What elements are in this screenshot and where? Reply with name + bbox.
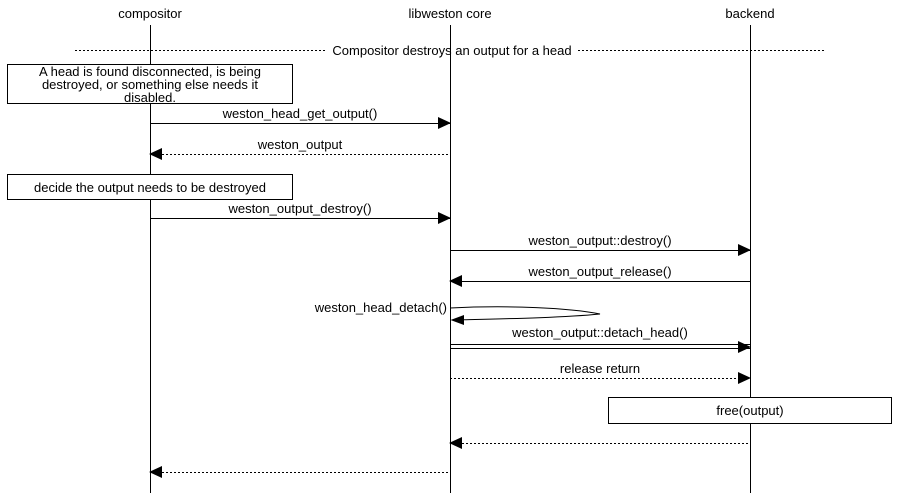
message-line (450, 250, 750, 251)
arrowhead-right-icon (738, 244, 751, 256)
arrowhead-right-icon (438, 117, 451, 129)
self-message-weston-head-detach (449, 302, 602, 328)
arrowhead-left-icon (149, 466, 162, 478)
message-label: weston_output_destroy() (228, 201, 372, 216)
divider-title: Compositor destroys an output for a head (332, 43, 572, 58)
lifeline-backend (750, 25, 751, 493)
message-line (150, 154, 450, 155)
message-label: weston_output::detach_head() (512, 325, 688, 340)
message-label: weston_head_get_output() (222, 106, 378, 121)
arrowhead-right-icon (738, 341, 751, 353)
note-line: decide the output needs to be destroyed (33, 179, 266, 195)
message-line (450, 344, 750, 349)
note-line: destroyed, or something else needs it (41, 76, 259, 92)
message-label: weston_output::destroy() (528, 233, 672, 248)
message-label: release return (559, 361, 641, 376)
message-line (450, 378, 750, 379)
lifeline-libweston-core (450, 25, 451, 493)
actor-label-backend: backend (725, 6, 775, 21)
self-loop-arrow-icon (449, 306, 601, 325)
actor-label-libweston-core: libweston core (408, 6, 492, 21)
self-message-label: weston_head_detach() (314, 300, 447, 315)
message-line (450, 443, 750, 444)
message-line (150, 123, 450, 124)
message-line (450, 281, 750, 282)
arrowhead-left-icon (449, 275, 462, 287)
arrowhead-right-icon (738, 372, 751, 384)
note-decide-destroy: decide the output needs to be destroyed (7, 174, 293, 200)
arrowhead-left-icon (449, 437, 462, 449)
note-line: disabled. (123, 89, 177, 105)
arrowhead-left-icon (149, 148, 162, 160)
divider-dotted-line-right (578, 50, 825, 51)
divider-dotted-line-left (75, 50, 326, 51)
message-label: weston_output (257, 137, 343, 152)
note-free-output: free(output) (608, 397, 892, 424)
message-line (150, 472, 450, 473)
arrowhead-right-icon (438, 212, 451, 224)
lifeline-compositor (150, 25, 151, 493)
note-head-disconnected: A head is found disconnected, is being d… (7, 64, 293, 104)
note-line: A head is found disconnected, is being (39, 63, 261, 79)
message-label: weston_output_release() (528, 264, 672, 279)
note-line: free(output) (716, 403, 784, 418)
message-line (150, 218, 450, 219)
actor-label-compositor: compositor (118, 6, 182, 21)
